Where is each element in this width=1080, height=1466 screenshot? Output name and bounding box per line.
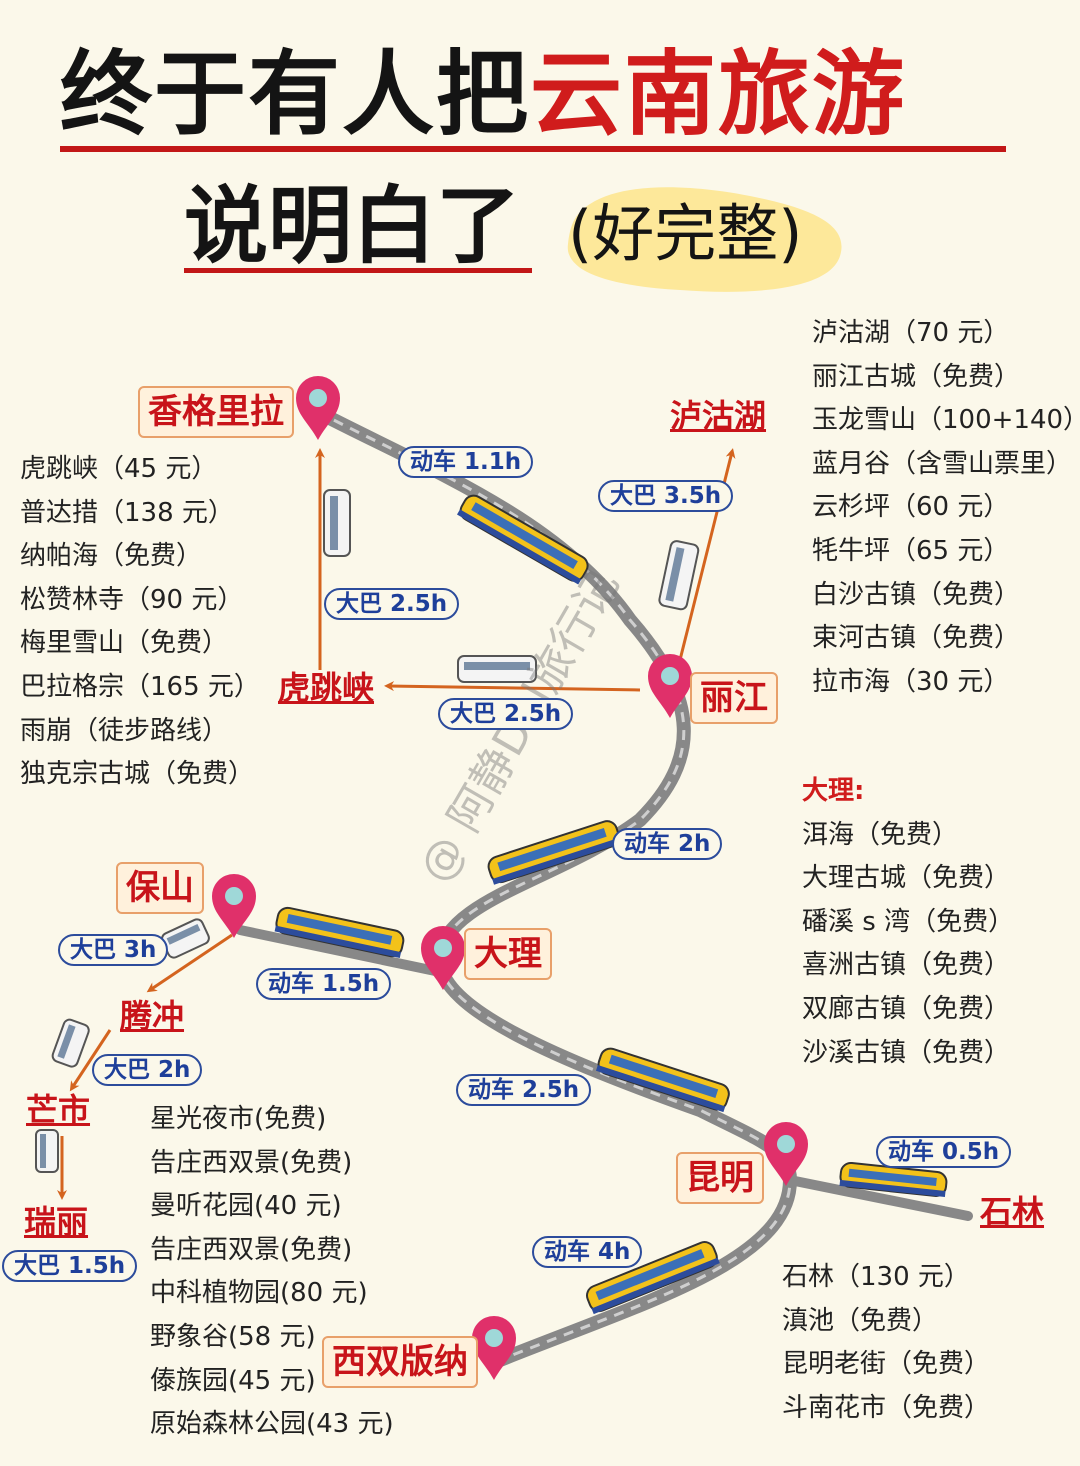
city-ruili: 瑞丽 [24,1203,89,1241]
kunming-attractions-list: 石林（130 元） 滇池（免费） 昆明老街（免费） 斗南花市（免费） [782,1256,990,1430]
title-part1: 终于有人把 [60,41,531,148]
title-underline [60,146,1006,152]
route-dali-lijiang: 动车 2h [612,828,723,860]
list-item: 普达措（138 元） [20,497,234,528]
list-item: 巴拉格宗（165 元） [20,671,260,702]
list-item: 蓝月谷（含雪山票里） [812,448,1073,479]
list-item: 原始森林公园(43 元) [150,1409,394,1440]
list-item: 牦牛坪（65 元） [812,535,1010,566]
city-xishuangbanna: 西双版纳 [322,1336,478,1388]
city-lugu-lake: 泸沽湖 [670,397,767,435]
list-item: 斗南花市（免费） [782,1392,991,1423]
list-item: 中科植物园(80 元) [150,1278,368,1309]
list-item: 独克宗古城（免费） [20,759,255,790]
city-shangrila: 香格里拉 [138,386,294,438]
shangrila-attractions-list: 虎跳峡（45 元） 普达措（138 元） 纳帕海（免费） 松赞林寺（90 元） … [20,448,260,797]
list-item: 傣族园(45 元) [150,1365,316,1396]
list-item: 双廊古镇（免费） [802,993,1011,1024]
list-item: 磻溪 s 湾（免费） [802,906,1015,937]
city-dali: 大理 [464,928,552,980]
xishuangbanna-attractions-list: 星光夜市(免费) 告庄西双景(免费) 曼听花园(40 元) 告庄西双景(免费) … [150,1098,394,1447]
city-kunming: 昆明 [676,1152,764,1204]
city-shilin: 石林 [980,1193,1045,1231]
bus-icon [35,489,700,1173]
page-title-line2: 说明白了 [184,177,521,275]
list-item: 白沙古镇（免费） [812,579,1021,610]
route-baoshan-tengchong: 大巴 3h [58,934,169,966]
route-lijiang-lugu: 大巴 3.5h [598,480,734,512]
dali-list-header: 大理: [802,776,865,806]
list-item: 星光夜市(免费) [150,1104,327,1134]
route-lijiang-shangrila: 动车 1.1h [398,446,534,478]
list-item: 昆明老街（免费） [782,1349,991,1380]
list-item: 喜洲古镇（免费） [802,950,1011,981]
train-icon [274,494,948,1315]
route-kunming-dali: 动车 2.5h [456,1074,592,1106]
route-mangshi-ruili: 大巴 1.5h [2,1250,138,1282]
list-item: 大理古城（免费） [802,863,1011,894]
city-mangshi: 芒市 [26,1091,91,1129]
list-item: 泸沽湖（70 元） [812,318,1010,348]
dali-attractions-list: 大理: 洱海（免费） 大理古城（免费） 磻溪 s 湾（免费） 喜洲古镇（免费） … [802,770,1014,1075]
list-item: 洱海（免费） [802,819,959,850]
title-part2: 云南旅游 [530,41,907,148]
route-lijiang-tiger: 大巴 2.5h [438,698,574,730]
list-item: 告庄西双景(免费) [150,1234,353,1265]
city-tengchong: 腾冲 [120,997,185,1035]
list-item: 野象谷(58 元) [150,1321,316,1352]
city-baoshan: 保山 [116,862,204,914]
list-item: 纳帕海（免费） [20,541,203,572]
route-kunming-shilin: 动车 0.5h [876,1136,1012,1168]
list-item: 告庄西双景(免费) [150,1147,353,1178]
route-tengchong-mangshi: 大巴 2h [92,1054,203,1086]
list-item: 虎跳峡（45 元） [20,454,218,484]
list-item: 梅里雪山（免费） [20,628,229,659]
page-subtitle: (好完整) [568,197,803,270]
city-lijiang: 丽江 [690,672,778,724]
list-item: 滇池（免费） [782,1305,939,1336]
route-tiger-shangrila: 大巴 2.5h [324,588,460,620]
city-tiger-leaping: 虎跳峡 [278,669,375,707]
highlight-blob [567,187,842,292]
title-underline-2 [184,268,532,273]
list-item: 沙溪古镇（免费） [802,1037,1011,1068]
list-item: 松赞林寺（90 元） [20,584,244,615]
route-kunming-banna: 动车 4h [532,1236,643,1268]
list-item: 玉龙雪山（100+140） [812,405,1080,436]
list-item: 拉市海（30 元） [812,666,1010,697]
route-dali-baoshan: 动车 1.5h [256,968,392,1000]
list-item: 束河古镇（免费） [812,623,1021,654]
list-item: 曼听花园(40 元) [150,1191,342,1222]
page-title: 终于有人把云南旅游 [60,40,906,150]
list-item: 雨崩（徒步路线） [20,715,229,746]
lijiang-attractions-list: 泸沽湖（70 元） 丽江古城（免费） 玉龙雪山（100+140） 蓝月谷（含雪山… [812,312,1080,704]
list-item: 云杉坪（60 元） [812,492,1010,523]
list-item: 丽江古城（免费） [812,361,1021,392]
list-item: 石林（130 元） [782,1262,970,1292]
